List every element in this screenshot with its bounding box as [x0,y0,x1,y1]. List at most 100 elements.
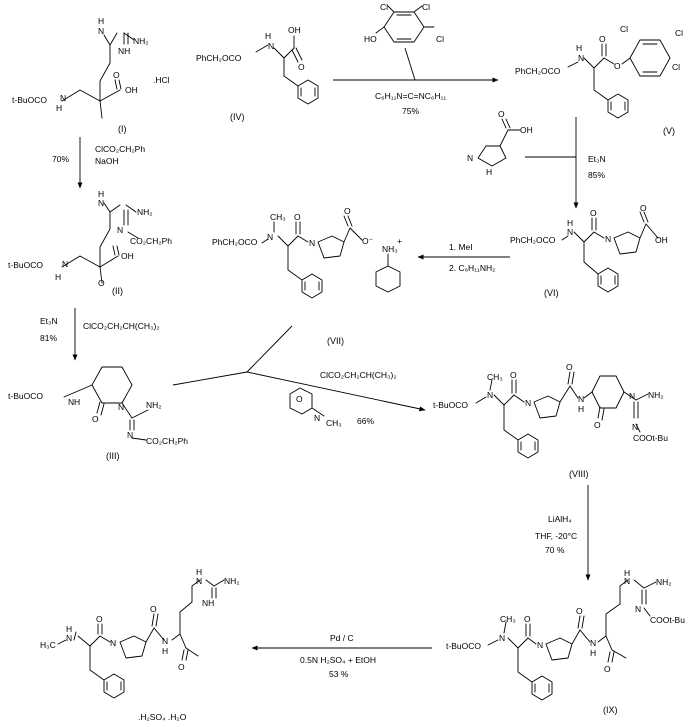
compound-VII: PhCH₂OCO N CH₃ O N O O⁻ NH₃ + (VII) [212,206,402,346]
compound-V-label: (V) [663,126,675,136]
reagent-n-methylmorpholine: O N CH₃ [289,387,342,428]
compound-II-label: (II) [112,286,123,296]
product-text-4: N [110,638,116,648]
compound-V-text-5: Cl [620,24,628,34]
conditions-r1: ClCO₂CH₂Ph NaOH 70% [52,144,145,166]
compound-IV-text-3: OH [288,25,301,35]
compound-VII-text-5: O [344,206,351,216]
reagent-entry-line [404,47,416,81]
compound-VIII-text-1: N [487,390,493,400]
r1-yield: 70% [52,154,69,164]
product-text-12: NH₂ [224,576,240,586]
compound-III-text-6: N [127,430,133,440]
compound-I-label: (I) [118,124,127,134]
r8-catalyst: Pd / C [330,633,354,643]
compound-I-text-7: NH [118,46,130,56]
compound-III: t-BuOCO N H N O NH₂ N CO₂CH₂Ph (III) [8,366,188,461]
compound-V-text-7: Cl [672,62,680,72]
coupling-line-from-VII [246,325,293,373]
compound-VI-text-3: O [590,208,597,218]
product-text-10: H [196,567,202,577]
compound-II-text-1: N [62,259,68,269]
compound-VI-text-6: O [640,203,647,213]
compound-III-text-3: N [118,402,124,412]
compound-VII-label: (VII) [327,336,344,346]
compound-IV-text-4: O [298,62,305,72]
product-salt: .H₂SO₄ .H₂O [138,712,187,722]
r5-step2: 2. C₆H₁₁NH₂ [449,263,495,273]
compound-IX-text-5: O [576,606,583,616]
compound-VII-text-0: PhCH₂OCO [212,237,258,247]
compound-IX-text-4: N [537,640,543,650]
compound-IX-text-3: O [524,614,531,624]
compound-IX-text-0: t-BuOCO [446,641,481,651]
compound-I-text-0: t-BuOCO [12,95,47,105]
compound-VI-text-2: H [567,218,573,228]
compound-VIII-text-2: CH₃ [487,372,503,382]
compound-V-text-0: PhCH₂OCO [515,66,561,76]
compound-VI-text-5: OH [655,235,668,245]
compound-I: t-BuOCO N H OH O N H NH NH₂ .HCl (I) [12,16,170,134]
compound-V-text-1: N [578,53,584,63]
compound-VII-text-4: N [309,238,315,248]
proline-text-1: H [486,167,492,177]
compound-VII-text-3: O [294,212,301,222]
product-text-2: H [66,624,72,634]
compound-II-text-2: H [55,272,61,282]
compound-IV-label: (IV) [230,112,245,122]
compound-IX: t-BuOCO N CH₃ O N O N H O N H NH₂ N COOt… [446,568,685,715]
compound-VIII-text-5: O [566,362,573,372]
compound-VII-text-7: NH₃ [382,244,398,254]
r4-yield: 85% [588,170,605,180]
phenol-text-2: HO [364,34,377,44]
compound-I-text-6: H [98,16,104,26]
nmm-text-0: O [296,394,303,404]
compound-I-text-8: NH₂ [133,36,149,46]
compound-III-label: (III) [106,451,120,461]
compound-V-text-6: Cl [675,28,683,38]
compound-VII-text-8: + [397,236,402,246]
compound-VII-text-2: CH₃ [270,212,286,222]
compound-V-text-4: O [614,61,621,71]
conditions-r4: Et₃N 85% [588,154,606,180]
r3-yield: 75% [402,106,419,116]
r7-reagent: LiAlH₄ [548,514,572,524]
compound-IX-text-2: CH₃ [500,614,516,624]
compound-VIII-text-3: O [510,370,517,380]
compound-VIII-text-9: O [594,420,601,430]
compound-IV: PhCH₂OCO N H OH O (IV) [196,25,319,122]
compound-V: PhCH₂OCO N H O O Cl Cl Cl (V) [515,24,683,136]
product-text-8: O [178,662,185,672]
compound-II-text-0: t-BuOCO [8,260,43,270]
compound-IX-label: (IX) [603,705,618,715]
nmm-text-1: N [314,413,320,423]
product-text-1: N [66,633,72,643]
compound-product: H₃C N H O N O N H O N H NH NH₂ .H₂SO₄ .H… [40,567,240,722]
compound-VIII-text-6: N [578,394,584,404]
conditions-r3: C₆H₁₁N=C=NC₆H₁₁ 75% [375,91,446,116]
r1-reagent: ClCO₂CH₂Ph [95,144,145,154]
compound-VIII-text-8: N [629,391,635,401]
compound-VII-text-6: O⁻ [362,236,374,246]
compound-VIII-text-4: N [525,398,531,408]
arrow-to-VIII [246,371,426,412]
compound-IX-text-11: NH₂ [656,577,672,587]
reagent-trichlorophenol: Cl Cl HO Cl [364,2,444,44]
r2-yield: 81% [40,333,57,343]
conditions-r5: 1. MeI 2. C₆H₁₁NH₂ [449,242,495,273]
compound-V-text-2: H [576,43,582,53]
r6-yield: 66% [357,416,374,426]
compound-VIII-text-0: t-BuOCO [433,400,468,410]
conditions-r2: Et₃N ClCO₂CH₂CH(CH₃)₂ 81% [40,316,160,343]
compound-III-text-5: NH₂ [146,400,162,410]
product-text-7: H [162,646,168,656]
r5-step1: 1. MeI [449,242,473,252]
compound-VI-label: (VI) [544,288,559,298]
product-text-9: N [196,576,202,586]
compound-VI-text-0: PhCH₂OCO [510,235,556,245]
proline-text-2: OH [520,125,533,135]
compound-II-text-4: O [98,278,105,288]
phenol-text-3: Cl [436,34,444,44]
compound-IX-text-13: COOt-Bu [650,615,685,625]
